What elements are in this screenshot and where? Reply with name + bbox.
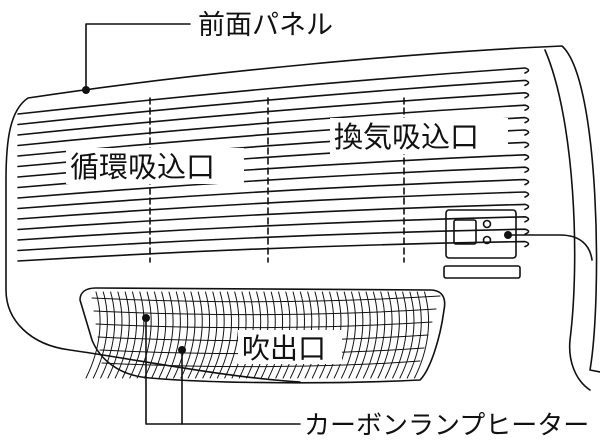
outlet-grille [85,291,441,379]
grille-slat [17,228,530,252]
outlet-bar [384,291,400,379]
outlet-bar [202,291,218,379]
outlet-bar [377,291,393,379]
outlet-bar [173,291,189,379]
label-front-panel: 前面パネル [198,10,333,41]
leader-control-panel [507,234,593,261]
outlet-crossbar [91,295,441,303]
outlet-bar [180,291,196,379]
outlet-bar [406,291,422,379]
label-carbon-lamp-heater: カーボンランプヒーター [304,411,589,441]
outlet-bar [348,291,364,379]
dot-control-panel [504,231,512,239]
grille-slat [17,240,530,262]
grille-slat [17,178,530,210]
outlet-bar [85,291,101,379]
indicator-slot [443,265,521,279]
outlet-bar [392,291,408,379]
label-outlet: 吹出口 [242,332,326,365]
dot-heater-2 [178,346,186,354]
dot-heater-1 [142,314,150,322]
label-bg-outlet [238,330,342,364]
unit-side-edge [544,49,591,391]
control-button-top [482,219,492,229]
outlet-bar [107,291,123,379]
grille-slat [17,191,530,220]
control-panel [445,209,517,259]
outlet-bar [187,291,203,379]
outlet-bar [100,291,116,379]
outlet-crossbar [101,360,421,368]
outlet-bar [92,291,108,379]
label-ventilation-intake: 換気吸込口 [334,120,479,154]
outlet-bar [195,291,211,379]
grille-slat [17,104,530,147]
outlet-crossbar [93,308,437,316]
intake-grille [17,67,530,263]
outlet-bar [216,291,232,379]
dot-front-panel [82,86,90,94]
grille-slat [17,79,530,126]
control-display [453,219,477,245]
leader-heater [145,317,301,425]
label-bg-ventilation [330,118,508,154]
leader-front-panel [85,23,191,91]
grille-slat [17,203,530,231]
control-button-bottom [482,235,492,245]
outlet-bar [399,291,415,379]
grille-slat [17,166,530,199]
label-bg-circulation [66,148,244,184]
outlet-bar [209,291,225,379]
grille-slat [17,92,530,136]
outlet-bar [370,291,386,379]
outlet-bar [362,291,378,379]
outlet-bar [355,291,371,379]
grille-slat [17,216,530,241]
grille-slat [17,67,530,115]
outlet-crossbar [95,321,433,329]
label-circulation-intake: 循環吸込口 [70,150,215,184]
outlet-bar [224,291,240,379]
outlet-bar [122,291,138,379]
outlet-bar [114,291,130,379]
unit-body-outline [5,45,600,383]
